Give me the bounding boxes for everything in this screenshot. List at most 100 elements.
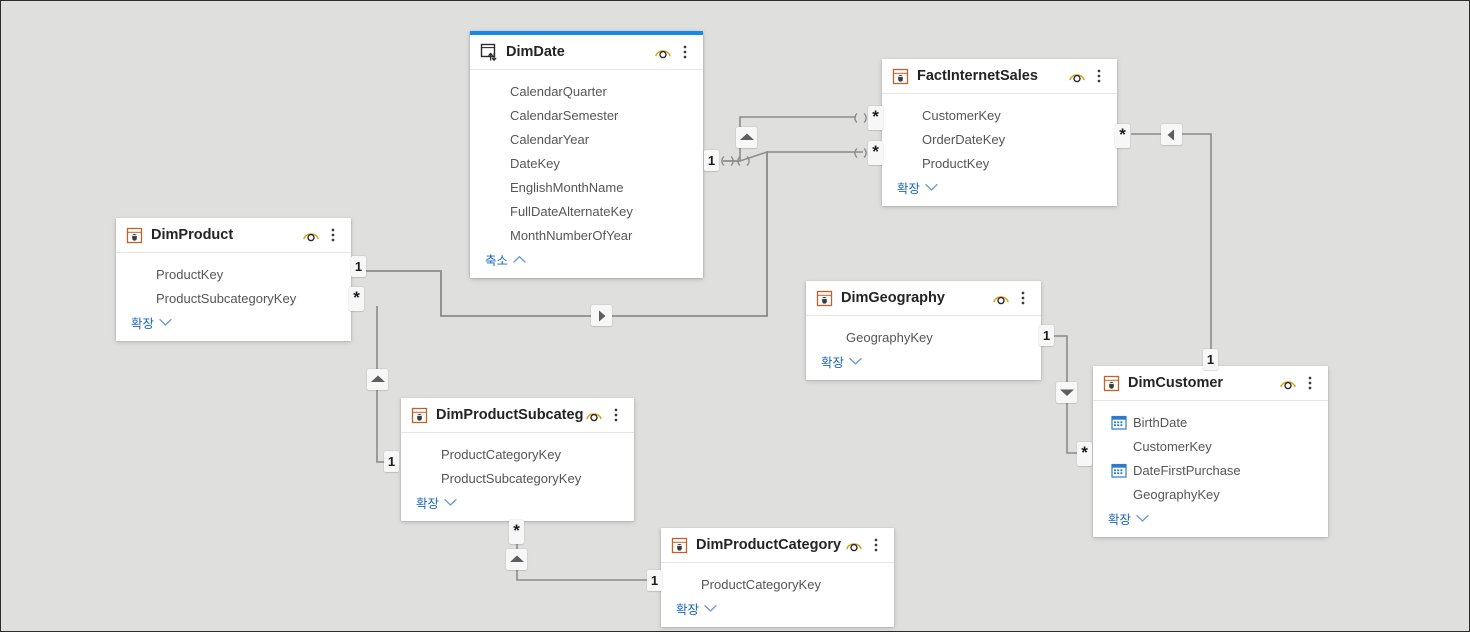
table-header[interactable]: DimGeography — [806, 281, 1041, 316]
table-field[interactable]: ProductKey — [882, 151, 1117, 175]
table-header[interactable]: DimProductCategory — [661, 528, 894, 563]
table-field[interactable]: ProductSubcategoryKey — [116, 286, 351, 310]
table-expand-collapse-link[interactable]: 축소 — [470, 247, 703, 272]
cardinality-badge-many[interactable]: * — [868, 141, 883, 165]
table-expand-collapse-link[interactable]: 확장 — [401, 490, 634, 515]
table-expand-collapse-link[interactable]: 확장 — [1093, 506, 1328, 531]
table-field[interactable]: GeographyKey — [806, 325, 1041, 349]
table-header[interactable]: DimProduct — [116, 218, 351, 253]
table-field-label: CalendarSemester — [510, 107, 619, 123]
table-field[interactable]: ProductCategoryKey — [401, 442, 634, 466]
table-field[interactable]: EnglishMonthName — [470, 175, 703, 199]
table-field[interactable]: CalendarQuarter — [470, 79, 703, 103]
more-options-icon[interactable] — [675, 41, 695, 63]
table-expand-collapse-link[interactable]: 확장 — [116, 310, 351, 335]
table-field[interactable]: OrderDateKey — [882, 127, 1117, 151]
cardinality-badge-many[interactable]: * — [1115, 124, 1130, 148]
cardinality-badge-one[interactable]: 1 — [704, 150, 719, 171]
table-field[interactable]: DateFirstPurchase — [1093, 458, 1328, 482]
hide-in-report-view-icon[interactable] — [1278, 372, 1298, 394]
table-header[interactable]: DimCustomer — [1093, 366, 1328, 401]
table-header-actions — [844, 534, 886, 556]
table-field[interactable]: CustomerKey — [1093, 434, 1328, 458]
relationship-line[interactable] — [1131, 133, 1212, 353]
cardinality-badge-many[interactable]: * — [509, 520, 524, 544]
more-options-icon[interactable] — [606, 404, 626, 426]
table-field-label: DateFirstPurchase — [1133, 462, 1241, 478]
hide-in-report-view-icon[interactable] — [653, 41, 673, 63]
table-expand-collapse-link[interactable]: 확장 — [806, 349, 1041, 374]
table-field[interactable]: CalendarYear — [470, 127, 703, 151]
table-field-label: ProductCategoryKey — [441, 446, 561, 462]
table-field[interactable]: MonthNumberOfYear — [470, 223, 703, 247]
table-field-label: EnglishMonthName — [510, 179, 624, 195]
table-field[interactable]: GeographyKey — [1093, 482, 1328, 506]
table-field[interactable]: ProductKey — [116, 262, 351, 286]
table-field[interactable]: CustomerKey — [882, 103, 1117, 127]
table-field[interactable]: ProductSubcategoryKey — [401, 466, 634, 490]
table-field[interactable]: ProductCategoryKey — [661, 572, 894, 596]
more-options-icon[interactable] — [866, 534, 886, 556]
filter-direction-arrow-up-icon[interactable] — [736, 127, 757, 148]
more-options-icon[interactable] — [1013, 287, 1033, 309]
table-icon — [126, 227, 143, 244]
table-header-actions — [584, 404, 626, 426]
table-selected-indicator — [470, 31, 703, 35]
hide-in-report-view-icon[interactable] — [1067, 65, 1087, 87]
table-expand-collapse-link[interactable]: 확장 — [661, 596, 894, 621]
table-field-label: GeographyKey — [1133, 486, 1220, 502]
filter-direction-arrow-up-icon[interactable] — [367, 369, 388, 390]
table-field-label: OrderDateKey — [922, 131, 1006, 147]
table-expand-collapse-label: 확장 — [897, 181, 921, 196]
relationship-line[interactable] — [516, 523, 653, 581]
hide-in-report-view-icon[interactable] — [991, 287, 1011, 309]
hide-in-report-view-icon[interactable] — [844, 534, 864, 556]
chevron-down-icon — [925, 183, 938, 192]
table-field-label: DateKey — [510, 155, 560, 171]
filter-direction-arrow-up-icon[interactable] — [506, 549, 527, 570]
table-field[interactable]: DateKey — [470, 151, 703, 175]
cardinality-badge-many[interactable]: * — [349, 287, 364, 311]
cardinality-badge-one[interactable]: 1 — [384, 451, 399, 472]
cardinality-badge-many[interactable]: * — [1077, 442, 1092, 466]
table-header[interactable]: DimDate — [470, 35, 703, 70]
table-field-label: CustomerKey — [922, 107, 1001, 123]
cardinality-badge-one[interactable]: 1 — [1203, 349, 1218, 370]
table-icon — [671, 537, 688, 554]
cardinality-badge-many[interactable]: * — [868, 106, 883, 130]
cardinality-badge-one[interactable]: 1 — [351, 256, 366, 277]
table-field[interactable]: CalendarSemester — [470, 103, 703, 127]
more-options-icon[interactable] — [1089, 65, 1109, 87]
table-header-actions — [653, 41, 695, 63]
filter-direction-arrow-left-icon[interactable] — [1161, 124, 1182, 145]
table-header[interactable]: FactInternetSales — [882, 59, 1117, 94]
table-header-actions — [991, 287, 1033, 309]
table-field[interactable]: BirthDate — [1093, 410, 1328, 434]
table-header-actions — [1278, 372, 1320, 394]
more-options-icon[interactable] — [1300, 372, 1320, 394]
table-header[interactable]: DimProductSubcateg... — [401, 398, 634, 433]
cardinality-badge-one[interactable]: 1 — [1039, 325, 1054, 346]
table-expand-collapse-label: 확장 — [416, 496, 440, 511]
table-field[interactable]: FullDateAlternateKey — [470, 199, 703, 223]
table-expand-collapse-label: 확장 — [821, 355, 845, 370]
cardinality-badge-one[interactable]: 1 — [647, 570, 662, 591]
hide-in-report-view-icon[interactable] — [301, 224, 321, 246]
more-options-icon[interactable] — [323, 224, 343, 246]
filter-direction-arrow-right-icon[interactable] — [591, 305, 612, 326]
hide-in-report-view-icon[interactable] — [584, 404, 604, 426]
filter-direction-arrow-down-icon[interactable] — [1056, 382, 1077, 403]
table-expand-collapse-link[interactable]: 확장 — [882, 175, 1117, 200]
